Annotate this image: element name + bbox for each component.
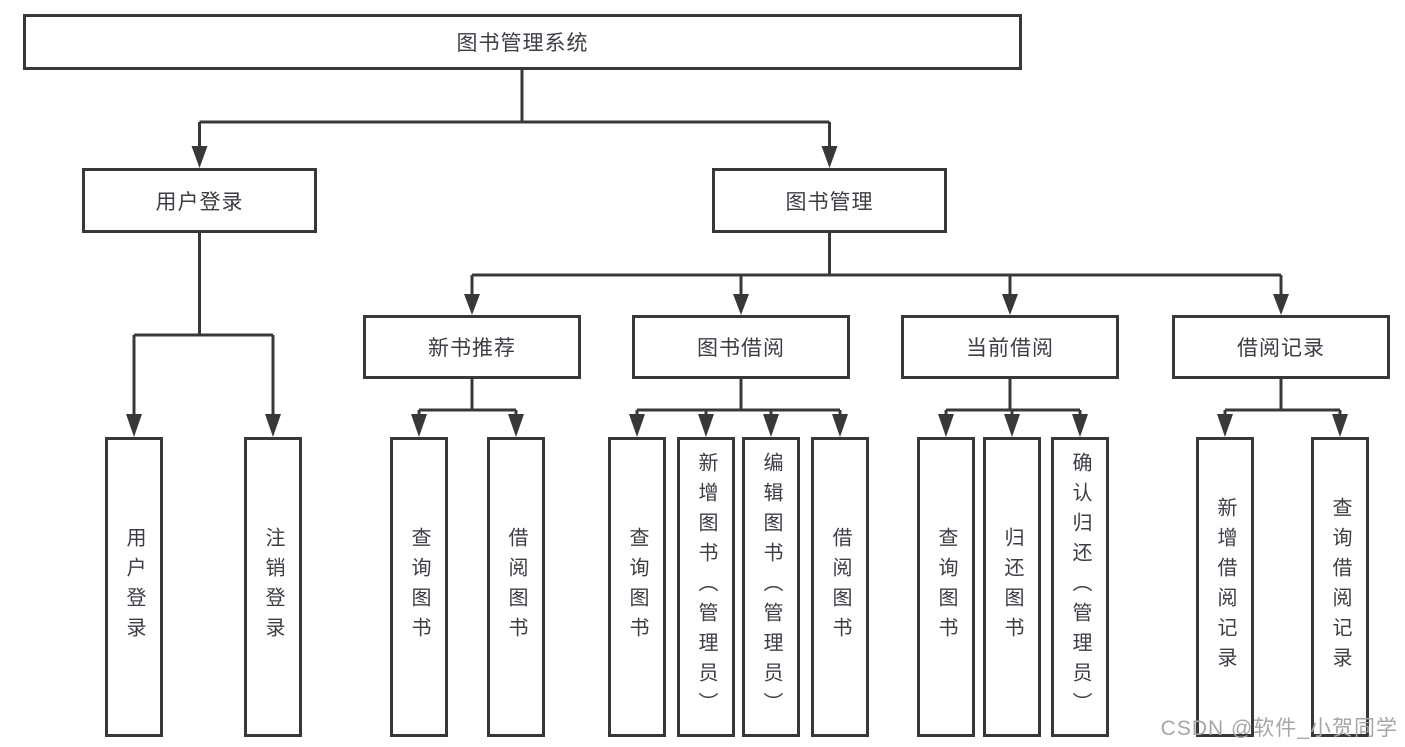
leaf-recommend-borrow-books-label: 借阅图书: [505, 527, 527, 647]
leaf-borrow-borrow-books: 借阅图书: [811, 437, 869, 737]
leaf-recommend-query-books: 查询图书: [390, 437, 448, 737]
arrowheads-user-login: [126, 414, 281, 437]
connector-root: [198, 70, 831, 148]
node-book-borrow: 图书借阅: [632, 315, 850, 379]
node-user-login: 用户登录: [82, 168, 317, 233]
node-borrow-records-label: 借阅记录: [1237, 337, 1325, 360]
leaf-user-login: 用户登录: [105, 437, 163, 737]
node-user-login-label: 用户登录: [155, 190, 244, 214]
arrowheads-book-management: [464, 294, 1289, 315]
leaf-borrow-edit-books-admin: 编辑图书（管理员）: [742, 437, 800, 737]
leaf-borrow-query-books-label: 查询图书: [626, 527, 648, 647]
arrowheads-root: [191, 146, 838, 168]
leaf-records-add-record: 新增借阅记录: [1196, 437, 1254, 737]
leaf-records-add-record-label: 新增借阅记录: [1214, 497, 1236, 677]
node-root: 图书管理系统: [23, 14, 1022, 70]
leaf-recommend-query-books-label: 查询图书: [408, 527, 430, 647]
leaf-user-login-label: 用户登录: [123, 527, 145, 647]
node-book-management-label: 图书管理: [785, 190, 874, 214]
leaf-current-query-books: 查询图书: [917, 437, 975, 737]
leaf-recommend-borrow-books: 借阅图书: [487, 437, 545, 737]
leaf-current-confirm-return-admin-label: 确认归还（管理员）: [1069, 452, 1091, 722]
connector-current-borrow: [944, 379, 1082, 416]
node-borrow-records: 借阅记录: [1172, 315, 1390, 379]
leaf-borrow-query-books: 查询图书: [608, 437, 666, 737]
leaf-current-confirm-return-admin: 确认归还（管理员）: [1051, 437, 1109, 737]
leaf-borrow-add-books-admin: 新增图书（管理员）: [677, 437, 735, 737]
leaf-logout: 注销登录: [244, 437, 302, 737]
leaf-borrow-borrow-books-label: 借阅图书: [829, 527, 851, 647]
leaf-borrow-edit-books-admin-label: 编辑图书（管理员）: [760, 452, 782, 722]
connector-book-management: [470, 233, 1283, 296]
node-current-borrow: 当前借阅: [901, 315, 1119, 379]
arrowheads-borrow-records: [1217, 414, 1348, 437]
connector-book-borrow: [635, 379, 842, 416]
connector-new-book-recommend: [417, 379, 518, 416]
connector-user-login: [132, 233, 275, 416]
leaf-current-return-books-label: 归还图书: [1001, 527, 1023, 647]
leaf-records-query-record: 查询借阅记录: [1311, 437, 1369, 737]
node-root-label: 图书管理系统: [456, 32, 589, 55]
arrowheads-current-borrow: [938, 414, 1088, 437]
leaf-current-query-books-label: 查询图书: [935, 527, 957, 647]
node-current-borrow-label: 当前借阅: [966, 337, 1054, 360]
connector-borrow-records: [1223, 379, 1342, 416]
leaf-current-return-books: 归还图书: [983, 437, 1041, 737]
leaf-borrow-add-books-admin-label: 新增图书（管理员）: [695, 452, 717, 722]
leaf-records-query-record-label: 查询借阅记录: [1329, 497, 1351, 677]
node-book-borrow-label: 图书借阅: [697, 337, 785, 360]
leaf-logout-label: 注销登录: [262, 527, 284, 647]
node-book-management: 图书管理: [712, 168, 947, 233]
csdn-watermark: CSDN @软件_小贺同学: [1160, 717, 1398, 740]
node-new-book-recommend-label: 新书推荐: [428, 337, 516, 360]
arrowheads-new-book-recommend: [411, 414, 524, 437]
node-new-book-recommend: 新书推荐: [363, 315, 581, 379]
arrowheads-book-borrow: [629, 414, 848, 437]
